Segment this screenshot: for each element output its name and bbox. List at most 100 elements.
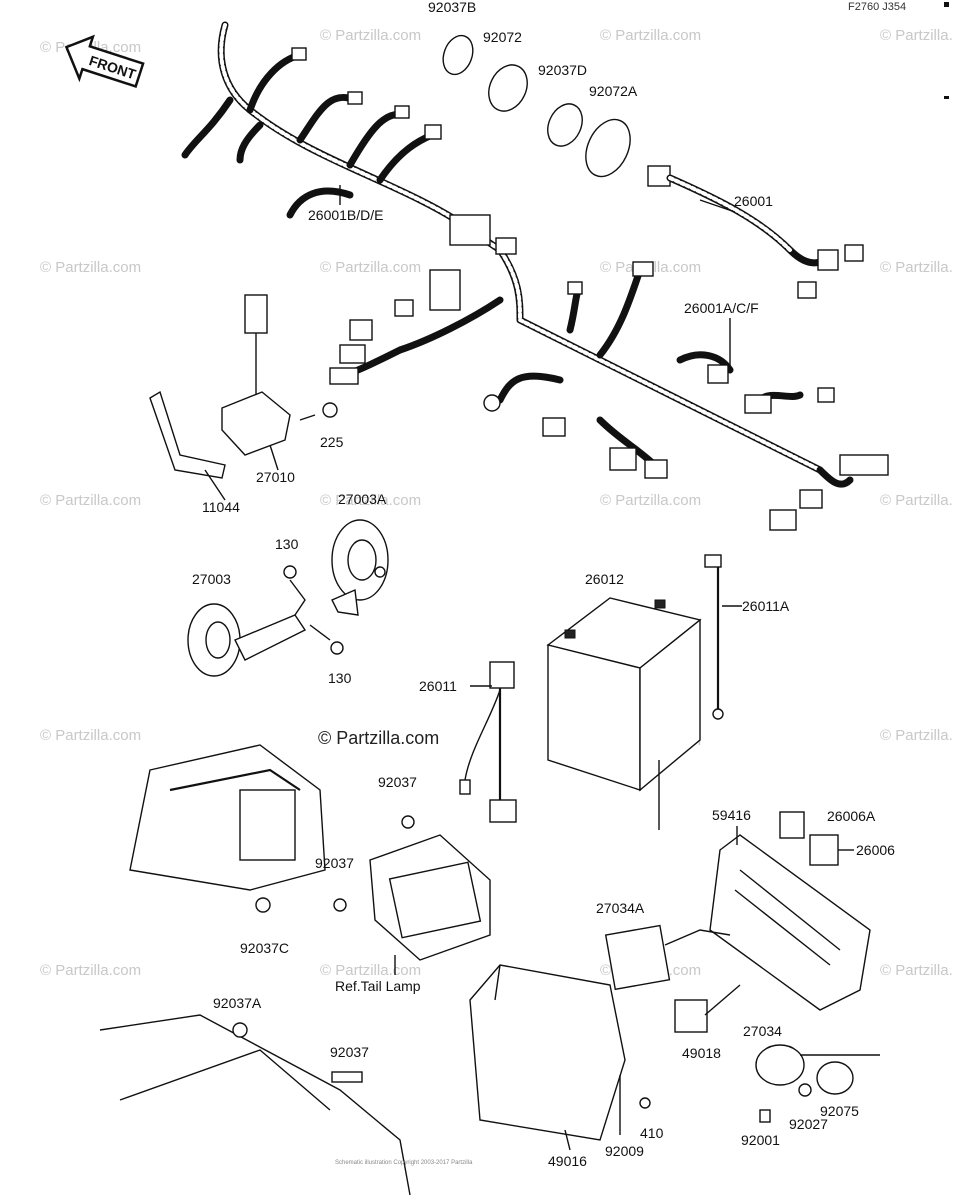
fuse-box-59416 bbox=[709, 834, 871, 1011]
clamp-92037 bbox=[331, 1071, 363, 1083]
part-number-label: 92009 bbox=[605, 1143, 644, 1159]
connector bbox=[769, 509, 797, 531]
clamp-92037b bbox=[442, 34, 474, 76]
bolt-130 bbox=[330, 641, 344, 655]
part-number-label: 26001 bbox=[734, 193, 773, 209]
corner-mark bbox=[944, 2, 949, 7]
connector bbox=[329, 367, 359, 385]
leader-line bbox=[309, 624, 331, 641]
part-number-label: 27003A bbox=[338, 491, 387, 507]
part-number-label: 26006 bbox=[856, 842, 895, 858]
connector-block bbox=[449, 214, 491, 246]
fuse-26006 bbox=[809, 834, 839, 866]
connector bbox=[347, 91, 363, 105]
diagram-code: F2760 J354 bbox=[848, 1, 906, 13]
connector bbox=[424, 124, 442, 140]
bracket-11044 bbox=[149, 390, 226, 479]
bolt-92001 bbox=[759, 1109, 771, 1123]
watermark: © Partzilla.com bbox=[40, 259, 141, 276]
part-number-label: 49018 bbox=[682, 1045, 721, 1061]
connector bbox=[394, 299, 414, 317]
watermark: © Partzilla.com bbox=[40, 492, 141, 509]
part-number-label: 26001B/D/E bbox=[308, 207, 384, 223]
connector-block bbox=[429, 269, 461, 311]
cable-boot bbox=[489, 799, 517, 823]
bolt-130 bbox=[283, 565, 297, 579]
part-number-label: 225 bbox=[320, 434, 344, 450]
corner-mark bbox=[944, 96, 949, 99]
part-number-label: 92037A bbox=[213, 995, 262, 1011]
part-number-label: 27034A bbox=[596, 900, 645, 916]
battery-front bbox=[547, 644, 641, 791]
watermark: © Partzilla.com bbox=[880, 962, 953, 979]
frame-window bbox=[239, 789, 296, 861]
nut bbox=[374, 566, 386, 578]
connector bbox=[339, 344, 366, 364]
part-number-label: 92072 bbox=[483, 29, 522, 45]
fuse-26006a bbox=[779, 811, 805, 839]
connector bbox=[817, 249, 839, 271]
connector bbox=[844, 244, 864, 262]
connector bbox=[567, 281, 583, 295]
connector-group bbox=[291, 47, 889, 531]
battery-case bbox=[469, 964, 626, 1141]
leader-line bbox=[664, 929, 731, 946]
relay-27010 bbox=[221, 391, 291, 456]
part-number-label: 27010 bbox=[256, 469, 295, 485]
tail-lamp-lens bbox=[388, 861, 482, 939]
connector bbox=[797, 281, 817, 299]
part-number-label: 49016 bbox=[548, 1153, 587, 1169]
clamp-92037c bbox=[255, 897, 271, 913]
horn-27003 bbox=[187, 603, 241, 677]
watermark: © Partzilla.com bbox=[320, 259, 421, 276]
connector bbox=[394, 105, 410, 119]
horn-icon bbox=[187, 519, 389, 677]
watermark: © Partzilla.com bbox=[880, 27, 953, 44]
part-number-label: 130 bbox=[275, 536, 299, 552]
watermark: © Partzilla.com bbox=[320, 492, 421, 509]
connector-block bbox=[839, 454, 889, 476]
tail-lamp-icon bbox=[333, 815, 491, 975]
leader-line bbox=[269, 444, 279, 471]
part-number-label: 92075 bbox=[820, 1103, 859, 1119]
clamp-92037 bbox=[401, 815, 415, 829]
connector bbox=[291, 47, 307, 61]
connector bbox=[609, 447, 637, 471]
part-number-label: 92037D bbox=[538, 62, 587, 78]
part-number-label: 27034 bbox=[743, 1023, 782, 1039]
connector bbox=[542, 417, 566, 437]
watermark: © Partzilla.com bbox=[600, 27, 701, 44]
part-number-label: 92037C bbox=[240, 940, 289, 956]
horn-27003-inner bbox=[205, 621, 231, 659]
watermark: © Partzilla.com bbox=[880, 727, 953, 744]
leader-line bbox=[204, 469, 226, 501]
connector bbox=[483, 394, 501, 412]
cable-terminal bbox=[712, 708, 724, 720]
connector bbox=[644, 459, 668, 479]
clamp-92037a bbox=[232, 1022, 248, 1038]
connector bbox=[799, 489, 823, 509]
relay-27034 bbox=[755, 1044, 805, 1086]
connector bbox=[817, 387, 835, 403]
relay-49018 bbox=[674, 999, 708, 1033]
screw-410 bbox=[639, 1097, 651, 1109]
copyright-text: Schematic illustration Copyright 2003-20… bbox=[335, 1160, 473, 1166]
part-number-label: 27003 bbox=[192, 571, 231, 587]
washer-92027 bbox=[798, 1083, 812, 1097]
clamp-group bbox=[442, 34, 631, 178]
frame-stripe bbox=[169, 768, 301, 792]
leader-lines bbox=[204, 185, 854, 1151]
clamp-92037d bbox=[547, 103, 583, 147]
clamp-92037 bbox=[333, 898, 347, 912]
watermark: © Partzilla.com bbox=[320, 962, 421, 979]
watermark: © Partzilla.com bbox=[600, 492, 701, 509]
relay-icon bbox=[149, 294, 338, 479]
part-number-label: 11044 bbox=[202, 499, 240, 515]
part-number-label: 92037 bbox=[378, 774, 417, 790]
tail-lamp bbox=[369, 834, 491, 961]
cable-terminal bbox=[459, 779, 471, 795]
watermark: © Partzilla.com bbox=[880, 492, 953, 509]
part-number-label: Ref.Tail Lamp bbox=[335, 978, 421, 994]
part-number-label: 92027 bbox=[789, 1116, 828, 1132]
part-number-label: 26011A bbox=[742, 598, 790, 614]
